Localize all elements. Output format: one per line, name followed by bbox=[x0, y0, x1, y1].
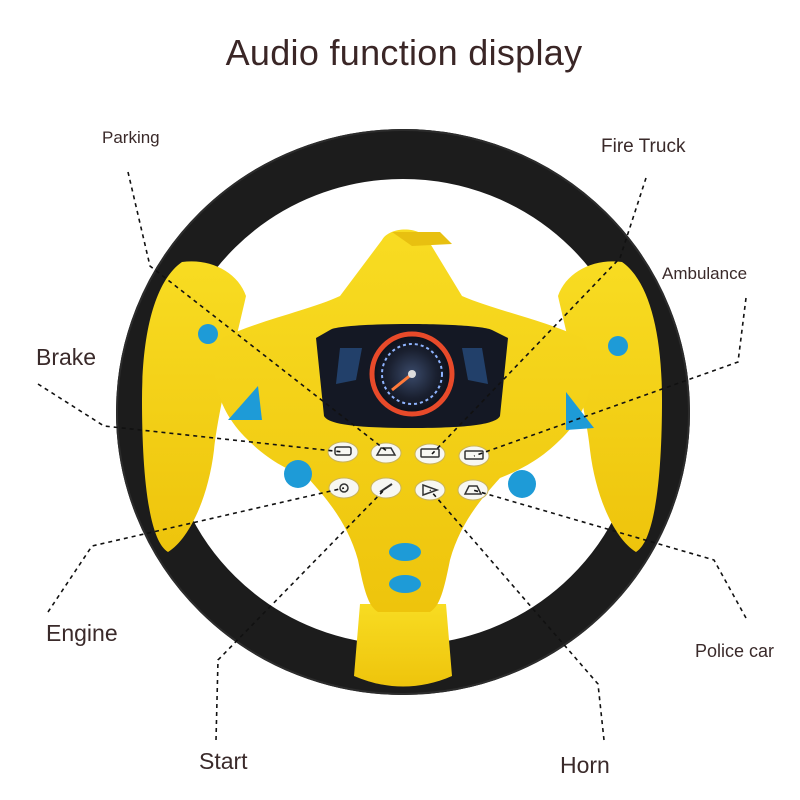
page-title: Audio function display bbox=[225, 32, 583, 73]
label-start: Start bbox=[199, 748, 248, 774]
right-arrow-accent bbox=[566, 392, 594, 430]
callout-line-police-car bbox=[472, 489, 747, 619]
blue-oval-upper bbox=[389, 543, 421, 561]
left-grip bbox=[142, 261, 246, 552]
left-arrow-accent bbox=[228, 386, 262, 420]
callout-line-ambulance bbox=[473, 297, 747, 457]
callout-line-engine bbox=[47, 487, 345, 613]
label-ambulance: Ambulance bbox=[662, 264, 748, 283]
label-police-car: Police car bbox=[695, 641, 775, 661]
button-brake bbox=[370, 442, 402, 464]
label-horn: Horn bbox=[560, 752, 610, 778]
right-grip bbox=[558, 261, 662, 552]
right-side-button bbox=[508, 470, 536, 498]
blue-oval-lower bbox=[389, 575, 421, 593]
callout-line-start bbox=[215, 487, 387, 741]
label-engine: Engine bbox=[46, 620, 118, 646]
label-brake: Brake bbox=[36, 344, 97, 370]
label-fire-truck: Fire Truck bbox=[601, 136, 686, 157]
callout-line-horn bbox=[429, 489, 605, 741]
callout-lines bbox=[37, 171, 747, 741]
left-side-button bbox=[284, 460, 312, 488]
callout-line-fire-truck bbox=[431, 177, 647, 455]
button-parking bbox=[327, 441, 359, 463]
label-parking: Parking bbox=[102, 128, 160, 147]
right-grip-blue-dot bbox=[608, 336, 628, 356]
button-police-car bbox=[457, 479, 489, 501]
button-fire-truck bbox=[414, 443, 446, 465]
left-grip-blue-dot bbox=[198, 324, 218, 344]
bottom-grip bbox=[354, 604, 452, 687]
callout-line-brake bbox=[37, 383, 344, 453]
callout-line-parking bbox=[127, 171, 389, 453]
